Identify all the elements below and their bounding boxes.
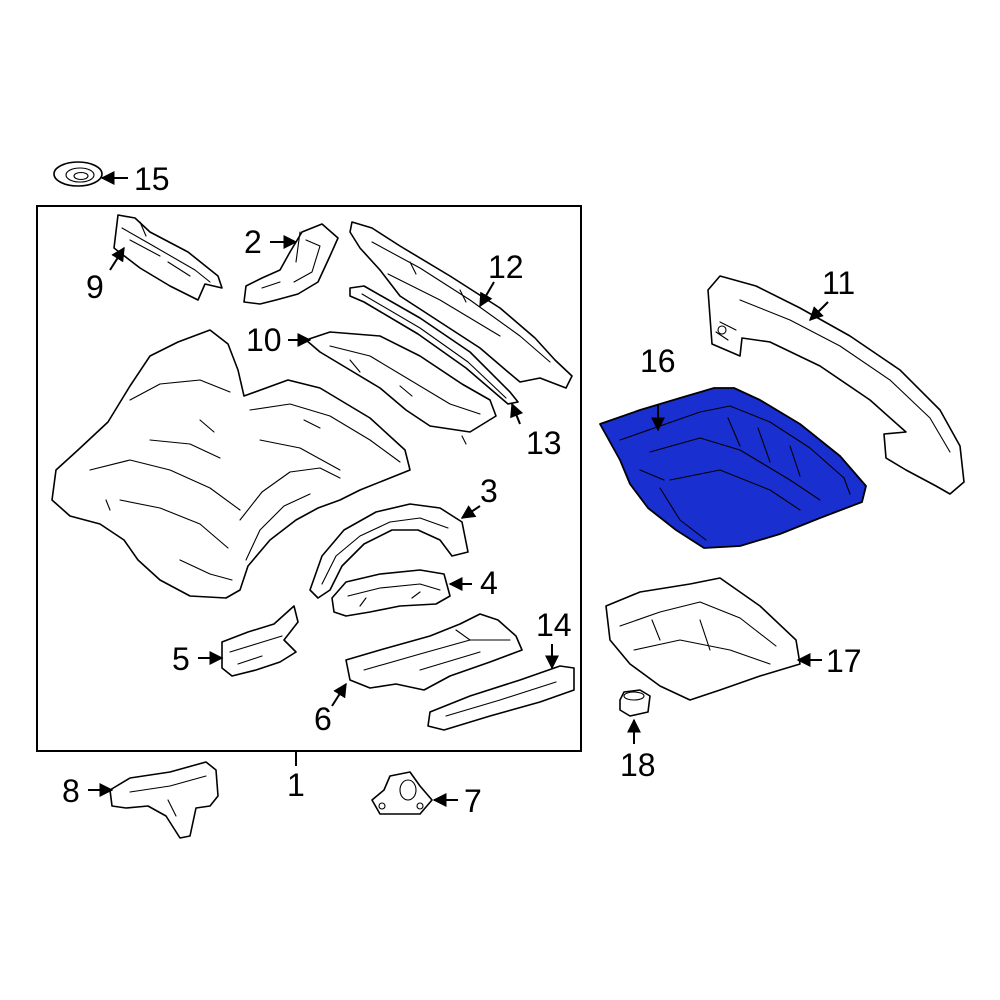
part-8-bracket[interactable] [109, 761, 219, 839]
label-3: 3 [480, 473, 498, 509]
part-14-sill[interactable] [427, 665, 575, 731]
part-9-panel[interactable] [113, 214, 223, 301]
label-9: 9 [86, 269, 104, 305]
label-1: 1 [287, 767, 305, 803]
label-10: 10 [246, 322, 282, 358]
part-16-spare-tire-well[interactable] [599, 387, 867, 549]
label-18: 18 [620, 747, 656, 783]
part-18-nut[interactable] [619, 689, 651, 717]
label-12: 12 [488, 249, 524, 285]
part-15-grommet[interactable] [53, 161, 103, 187]
part-1-floor-pan[interactable] [51, 329, 411, 599]
label-8: 8 [62, 773, 80, 809]
part-3-wheelhouse[interactable] [309, 503, 469, 599]
label-15: 15 [134, 161, 170, 197]
part-4-extension[interactable] [331, 569, 451, 617]
label-7: 7 [464, 783, 482, 819]
label-14: 14 [536, 607, 572, 643]
part-10-crossmember[interactable] [305, 331, 497, 445]
label-13: 13 [526, 425, 562, 461]
label-17: 17 [826, 643, 862, 679]
part-17-under-cover[interactable] [605, 577, 801, 701]
part-6-side-member[interactable] [345, 613, 523, 691]
label-6: 6 [314, 701, 332, 737]
label-16: 16 [640, 343, 676, 379]
assembly-box [36, 205, 582, 752]
label-5: 5 [172, 641, 190, 677]
label-11: 11 [822, 265, 855, 301]
leader-lines [88, 171, 829, 807]
part-2-bracket[interactable] [243, 223, 339, 305]
part-5-bracket[interactable] [221, 605, 299, 677]
label-4: 4 [480, 565, 498, 601]
part-7-mount[interactable] [371, 771, 433, 815]
part-11-bumper-beam[interactable] [707, 275, 965, 495]
part-12-rail[interactable] [349, 221, 573, 389]
label-2: 2 [244, 224, 262, 260]
